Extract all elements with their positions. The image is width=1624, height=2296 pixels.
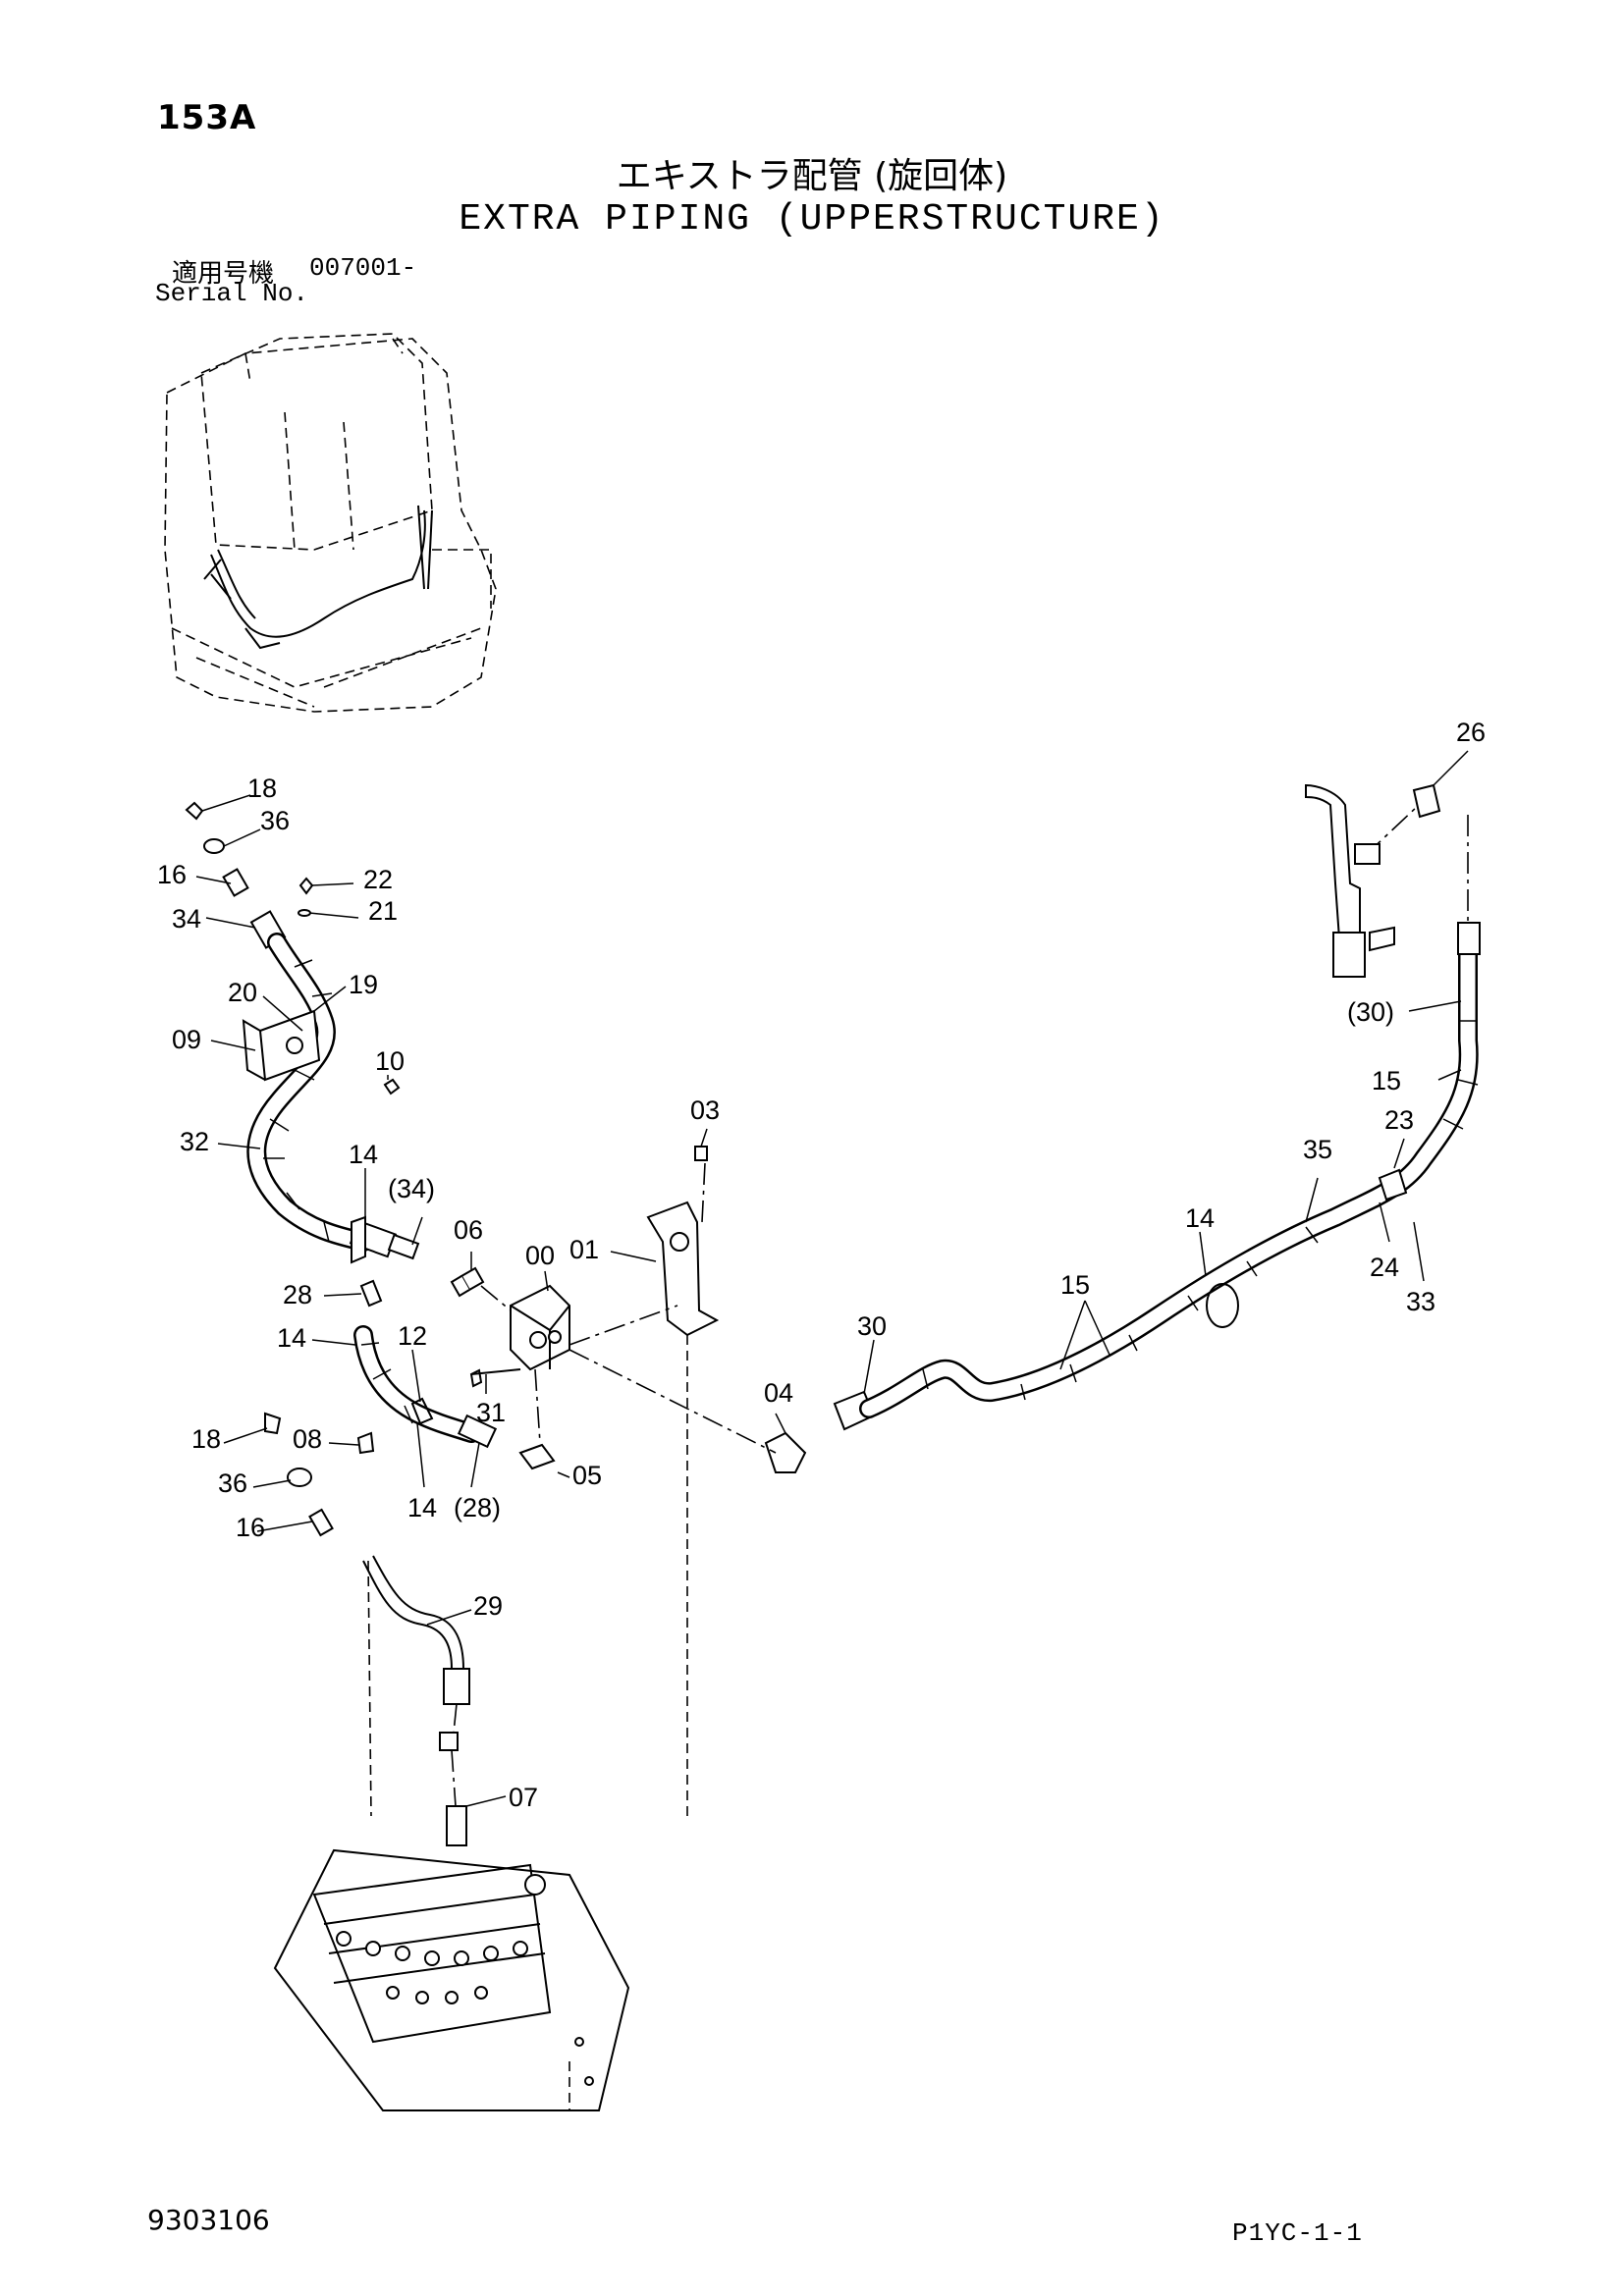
callout-label: 31 [476, 1398, 506, 1427]
callout-label: 01 [569, 1235, 599, 1264]
callout-label: (30) [1347, 997, 1394, 1027]
machine-overview-inset [164, 333, 497, 713]
callout-label: 20 [228, 978, 257, 1007]
callout-label: 33 [1406, 1287, 1435, 1316]
callout-label: 32 [180, 1127, 209, 1156]
callout-label: 23 [1384, 1105, 1414, 1135]
serial-value: 007001- [309, 253, 417, 283]
callout-label: 14 [277, 1323, 306, 1353]
right-hose-assembly [833, 783, 1481, 1431]
page-title: EXTRA PIPING (UPPERSTRUCTURE) [459, 198, 1165, 240]
callout-label: 36 [260, 806, 290, 835]
valve-block-group [450, 1146, 807, 1473]
callout-labels: 18 36 16 22 21 34 20 19 09 10 32 14 (34)… [157, 718, 1486, 1812]
callout-label: 18 [247, 774, 277, 803]
callout-label: 07 [509, 1783, 538, 1812]
drawing-number: 9303106 [147, 2204, 270, 2236]
callout-label: 12 [398, 1321, 427, 1351]
callout-label: 04 [764, 1378, 793, 1408]
callout-label: 26 [1456, 718, 1486, 747]
callout-label: 16 [157, 860, 187, 889]
callout-label: 06 [454, 1215, 483, 1245]
callout-label: 34 [172, 904, 201, 934]
callout-label: 36 [218, 1468, 247, 1498]
callout-label: 14 [349, 1140, 378, 1169]
callout-label: 22 [363, 865, 393, 894]
callout-label: (34) [388, 1174, 435, 1203]
callout-label: 18 [191, 1424, 221, 1454]
callout-label: 14 [1185, 1203, 1215, 1233]
page-title-japanese: エキストラ配管 (旋回体) [616, 156, 1008, 196]
callout-label: 08 [293, 1424, 322, 1454]
callout-label: 03 [690, 1095, 720, 1125]
serial-label: Serial No. [155, 279, 309, 308]
callout-label: 15 [1372, 1066, 1401, 1095]
callout-label: 15 [1060, 1270, 1090, 1300]
callout-label: 09 [172, 1025, 201, 1054]
callout-label: 10 [375, 1046, 405, 1076]
callout-label: 24 [1370, 1253, 1399, 1282]
left-hose-assembly [185, 801, 420, 1264]
callout-label: 19 [349, 970, 378, 999]
serial-label-japanese: 適用号機 [172, 259, 275, 289]
callout-label: 00 [525, 1241, 555, 1270]
callout-label: 16 [236, 1513, 265, 1542]
page-number: 153A [157, 98, 257, 137]
callout-label: 29 [473, 1591, 503, 1621]
hose-29-group [362, 1555, 470, 1846]
callout-label: 05 [572, 1461, 602, 1490]
callout-label: 35 [1303, 1135, 1332, 1164]
control-valve-base [273, 1335, 688, 2111]
callout-label: 28 [283, 1280, 312, 1309]
lower-left-hose [264, 1279, 498, 1537]
callout-label: (28) [454, 1493, 501, 1522]
leader-lines [195, 750, 1469, 1807]
callout-label: 30 [857, 1311, 887, 1341]
callout-label: 21 [368, 896, 398, 926]
sheet-reference: P1YC-1-1 [1232, 2218, 1363, 2248]
callout-label: 14 [407, 1493, 437, 1522]
